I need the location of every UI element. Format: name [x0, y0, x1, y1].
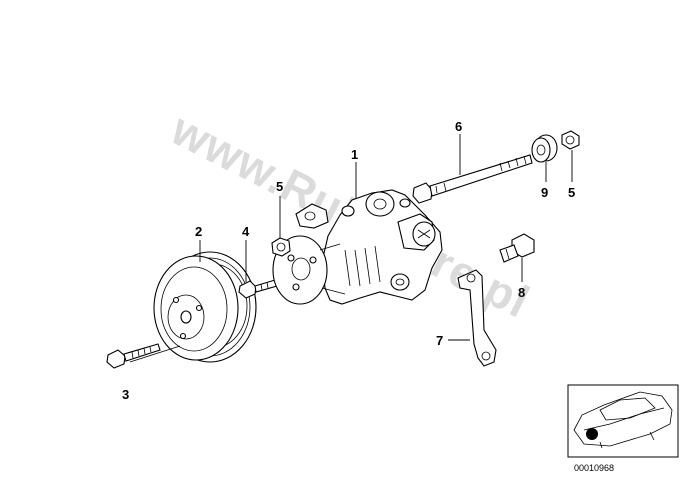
- callout-6[interactable]: 6: [455, 119, 462, 134]
- callout-2[interactable]: 2: [195, 224, 202, 239]
- callout-3[interactable]: 3: [122, 387, 129, 402]
- callout-7[interactable]: 7: [436, 333, 443, 348]
- washer[interactable]: [531, 134, 558, 163]
- callout-1[interactable]: 1: [351, 147, 358, 162]
- stud[interactable]: [412, 154, 533, 204]
- nut-right[interactable]: [561, 130, 580, 150]
- callout-4[interactable]: 4: [242, 224, 250, 239]
- diagram-code: 00010968: [574, 463, 614, 473]
- pulley[interactable]: [153, 251, 257, 363]
- nut-left[interactable]: [271, 237, 291, 257]
- bracket[interactable]: [457, 269, 497, 367]
- callout-5-right[interactable]: 5: [568, 185, 575, 200]
- pulley-bolt[interactable]: [106, 343, 161, 369]
- location-marker-icon: [586, 428, 598, 440]
- callout-5-left[interactable]: 5: [276, 179, 283, 194]
- callout-9[interactable]: 9: [541, 185, 548, 200]
- leader-lines: [129, 134, 573, 363]
- callout-8[interactable]: 8: [518, 285, 525, 300]
- bracket-bolt[interactable]: [499, 233, 535, 263]
- vehicle-thumbnail: [567, 384, 679, 458]
